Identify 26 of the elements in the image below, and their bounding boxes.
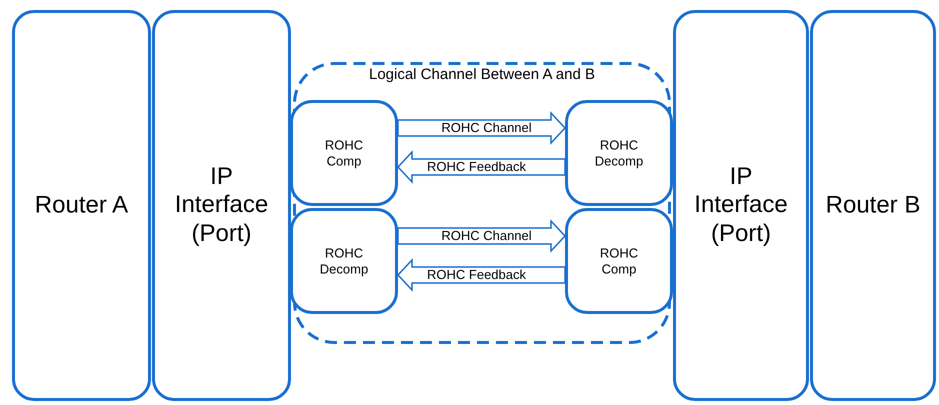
edge-label: ROHC Channel xyxy=(441,229,532,243)
block-arrow xyxy=(397,111,566,145)
process-box xyxy=(565,100,673,206)
block-arrow xyxy=(397,219,566,253)
box-label: ROHC Decomp xyxy=(318,245,370,277)
process-box xyxy=(152,10,291,401)
box-label: ROHC Comp xyxy=(598,245,640,277)
process-box xyxy=(290,100,398,206)
block-arrow xyxy=(396,258,566,292)
process-box xyxy=(565,208,673,314)
process-box xyxy=(673,10,809,401)
process-box xyxy=(290,208,398,314)
process-box xyxy=(12,10,151,401)
edge-label: ROHC Feedback xyxy=(427,160,526,174)
edge-label: ROHC Feedback xyxy=(427,268,526,282)
box-label: Router A xyxy=(34,191,130,220)
process-box xyxy=(810,10,936,401)
box-label: Router B xyxy=(824,191,922,220)
box-label: ROHC Comp xyxy=(324,137,364,169)
box-label: IP Interface (Port) xyxy=(693,162,789,249)
edge-label: ROHC Channel xyxy=(441,121,532,135)
box-label: IP Interface (Port) xyxy=(174,162,270,249)
group-heading: Logical Channel Between A and B xyxy=(368,66,596,84)
box-label: ROHC Decomp xyxy=(594,137,644,169)
channel-group xyxy=(293,62,671,344)
block-arrow xyxy=(396,150,566,184)
